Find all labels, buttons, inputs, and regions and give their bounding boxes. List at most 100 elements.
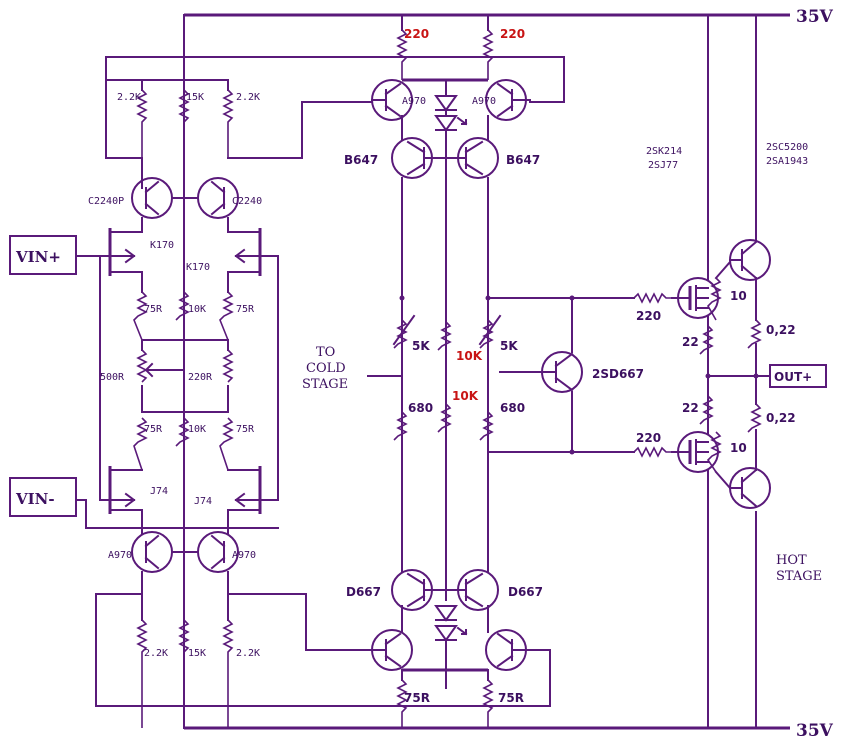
dot [399,295,405,301]
label-2sd667: 2SD667 [592,367,644,381]
label-75r-bl: 75R [404,691,430,705]
resistor-75r-lr [219,417,234,471]
resistor-10k-u [175,291,190,321]
wire [740,264,758,280]
dot [569,449,575,455]
label-680-left: 680 [408,401,433,415]
label-75r-lr: 75R [236,424,255,435]
label-j74-left: J74 [150,486,168,497]
dot [705,373,711,379]
led-bottom-1 [434,605,458,622]
wire [496,654,514,668]
wire [714,260,732,280]
label-10k-u: 10K [188,304,206,315]
transistor-a970-lower-left [131,531,173,573]
resistor-gate-top [633,292,672,304]
wire [464,140,484,154]
transistor-a970-lower-right [197,531,239,573]
label-r-bot-right: 2.2K [236,648,260,659]
wire [210,534,226,548]
wire [456,626,468,636]
transistor-c2240-right [197,177,239,219]
dot [753,373,759,379]
vin-plus-label: VIN+ [15,248,61,266]
label-gate-top: 220 [636,309,661,323]
label-a970-tl: A970 [402,96,426,107]
label-b647-r: B647 [506,153,540,167]
resistor-10k-l [175,417,190,447]
label-j74-right: J74 [194,496,212,507]
hot-stage-label-1: HOT [776,553,807,568]
wire [144,362,161,378]
resistor-2k2-top-left [136,89,148,158]
label-22-top: 22 [682,335,699,349]
wire [210,180,226,194]
wire [714,470,732,490]
resistor-15k-bottom [178,619,190,653]
wire [740,492,758,508]
wire [99,492,136,508]
wire [464,594,484,608]
wire [384,82,402,96]
transistor-c2240-left [131,177,173,219]
wire [464,572,484,586]
led-top-2 [434,115,458,132]
resistor-75r-bottom-left [396,679,408,728]
label-220r: 220R [188,372,213,383]
resistor-10k-center-a [437,321,452,351]
cold-stage-label-1: TO [316,345,335,360]
label-k170-left: K170 [150,240,174,251]
wire [554,352,574,368]
resistor-022-top [747,319,762,349]
label-d667-l: D667 [346,585,381,599]
wire [740,240,758,256]
label-c2240-right: C2240 [232,196,262,207]
wire [384,632,402,646]
label-10k-a: 10K [456,349,483,363]
label-r-bot-left: 2.2K [144,648,168,659]
dot [569,295,575,301]
label-220-tr: 220 [500,27,525,41]
out-plus-terminal[interactable] [769,364,827,388]
top-rail-label: 35V [796,7,834,27]
wire [144,202,160,216]
label-10-bot: 10 [730,441,747,455]
wire [406,594,426,608]
resistor-10-bottom [706,431,722,473]
label-r-top-mid: 15K [186,92,204,103]
resistor-680-right [479,411,494,441]
led-bottom-2 [434,625,458,642]
pot-500r[interactable] [136,349,148,383]
resistor-75r-ur [219,291,234,341]
cold-stage-label-2: COLD [306,361,346,376]
wire [496,82,514,96]
label-gate-bot: 220 [636,431,661,445]
label-75r-br: 75R [498,691,524,705]
resistor-gate-bottom [633,446,672,458]
wire [234,248,271,264]
resistor-220-top-right [482,29,494,80]
vin-minus-terminal[interactable] [9,477,77,517]
label-2sa1943: 2SA1943 [766,156,808,167]
label-k170-right: K170 [186,262,210,273]
label-022-top: 0,22 [766,323,796,337]
label-r-bot-mid: 15K [188,648,206,659]
wire [406,162,426,176]
wire [384,654,402,668]
label-75r-ur: 75R [236,304,255,315]
resistor-2k2-top-right [222,89,234,158]
resistor-220-top-left [396,29,408,80]
wire [740,468,758,484]
resistor-75r-bottom-right [482,679,494,728]
wire [695,287,709,309]
resistor-10-top [707,277,722,321]
label-b647-l: B647 [344,153,378,167]
resistor-75r-ul [133,291,148,341]
wire [234,492,279,508]
resistor-2k2-bottom-left [136,619,148,728]
label-5k-left: 5K [412,339,430,353]
wire [406,140,426,154]
label-680-right: 680 [500,401,525,415]
